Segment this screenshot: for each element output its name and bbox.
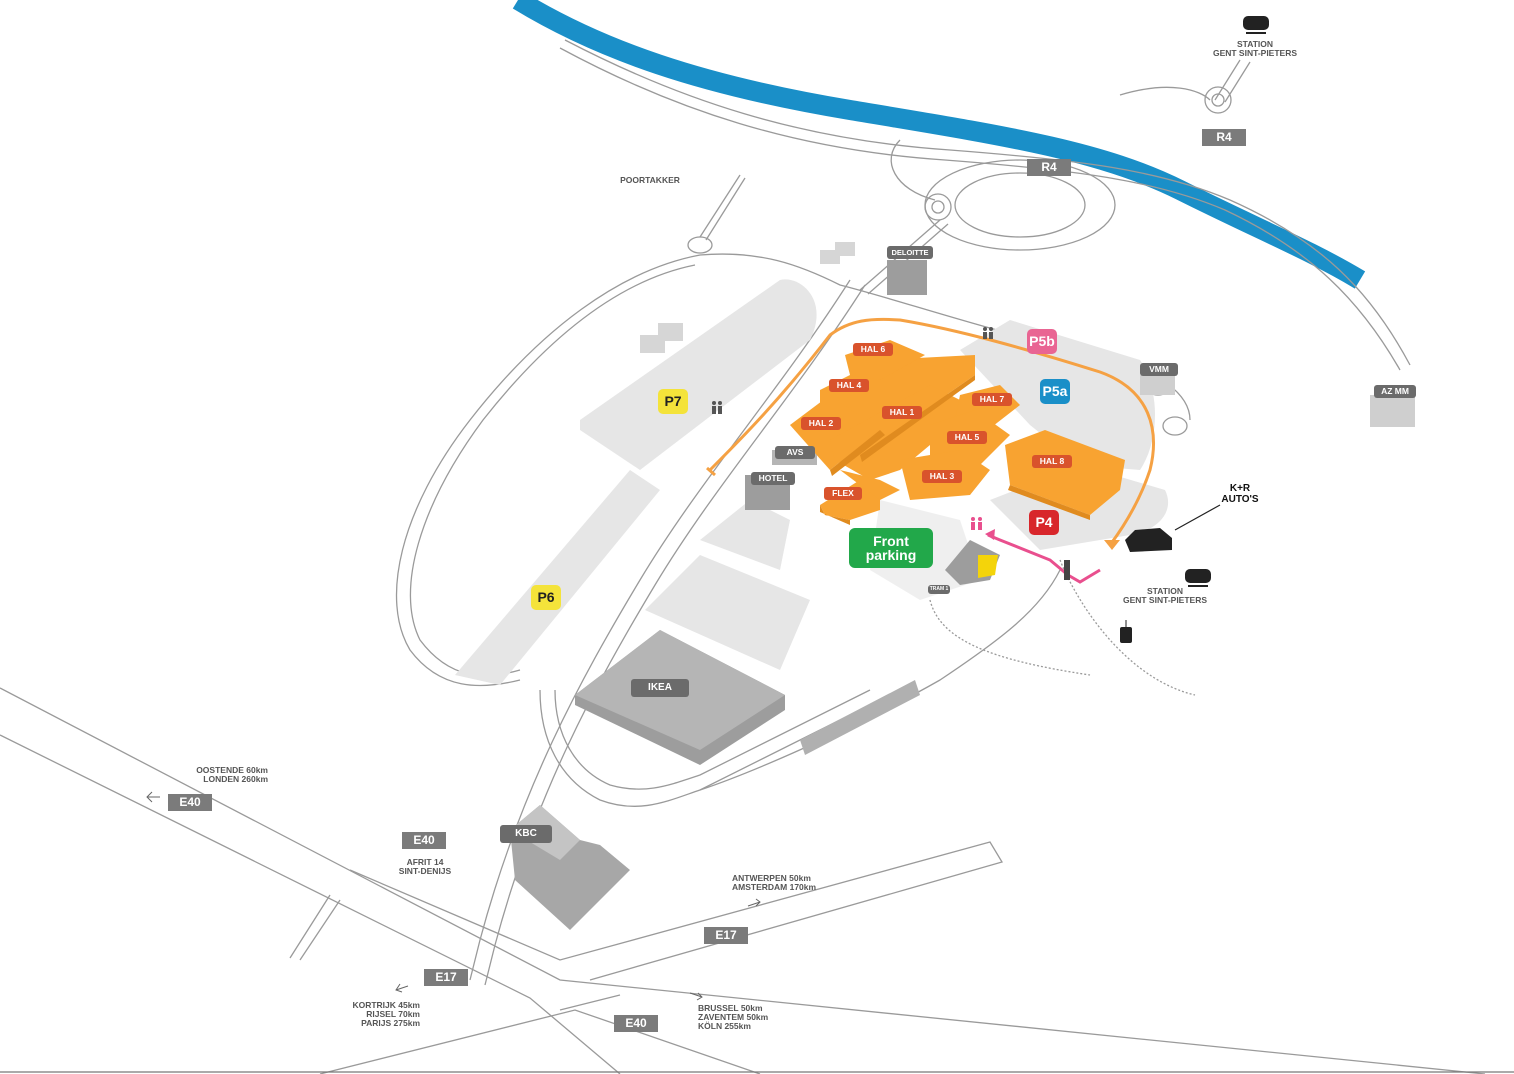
- roundabout: [1204, 86, 1232, 114]
- hotel-label: HOTEL: [751, 472, 795, 485]
- deloitte-label: DELOITTE: [887, 246, 933, 259]
- e40-shield-center: E40: [402, 832, 446, 849]
- pedestrian-icon-pink: [971, 517, 982, 530]
- hall-7-label: HAL 7: [972, 393, 1012, 406]
- pink-walking-route: [987, 533, 1101, 584]
- parking-p7: P7: [658, 389, 688, 414]
- hall-3-label: HAL 3: [922, 470, 962, 483]
- vmm-label: VMM: [1140, 363, 1178, 376]
- r4-road: [564, 39, 1411, 366]
- parking-p5a: P5a: [1040, 379, 1070, 404]
- arrow-ne-icon: [747, 898, 761, 907]
- avs-label: AVS: [775, 446, 815, 459]
- lot-front: [700, 500, 790, 570]
- building-azmm: [1370, 395, 1415, 427]
- orange-access-route: [708, 317, 1155, 546]
- e40-shield-west: E40: [168, 794, 212, 811]
- arrow-sw-icon: [395, 983, 409, 993]
- e17-highway: [349, 841, 1003, 981]
- hall-6-label: HAL 6: [853, 343, 893, 356]
- pedestrian-icon: [712, 327, 993, 414]
- tram-label: TRAM 1: [928, 585, 950, 594]
- e17-shield-west: E17: [424, 969, 468, 986]
- train-icon-right: [1185, 569, 1211, 587]
- hall-4-label: HAL 4: [829, 379, 869, 392]
- hall-5-label: HAL 5: [947, 431, 987, 444]
- azmm-label: AZ MM: [1374, 385, 1416, 398]
- tram-icon: [1120, 620, 1132, 643]
- e40-shield-south: E40: [614, 1015, 658, 1032]
- kbc-label: KBC: [500, 825, 552, 843]
- hall-8-label: HAL 8: [1032, 455, 1072, 468]
- traffic-light-icon: [1064, 560, 1070, 580]
- hall-2-label: HAL 2: [801, 417, 841, 430]
- e40-highway: [0, 687, 1486, 1074]
- lot-p7: [580, 279, 817, 470]
- entrance-logo: [978, 555, 998, 578]
- e17-shield-east: E17: [704, 927, 748, 944]
- arrow-west-icon: [146, 791, 160, 803]
- building-deloitte: [887, 260, 927, 295]
- r4-shield-center: R4: [1027, 159, 1071, 176]
- car-icon: [1125, 528, 1172, 552]
- hall-1-label: HAL 1: [882, 406, 922, 419]
- flex-label: FLEX: [824, 487, 862, 500]
- ikea-label: IKEA: [631, 679, 689, 697]
- arrow-se-icon: [689, 992, 703, 1001]
- poortakker-label: POORTAKKER: [620, 175, 680, 185]
- lot-p6: [455, 470, 660, 685]
- parking-p5b: P5b: [1027, 329, 1057, 354]
- building-vmm: [1140, 375, 1175, 395]
- parking-p6: P6: [531, 585, 561, 610]
- train-icon-top: [1243, 16, 1269, 34]
- parking-p4: P4: [1029, 510, 1059, 535]
- r4-shield-right: R4: [1202, 129, 1246, 146]
